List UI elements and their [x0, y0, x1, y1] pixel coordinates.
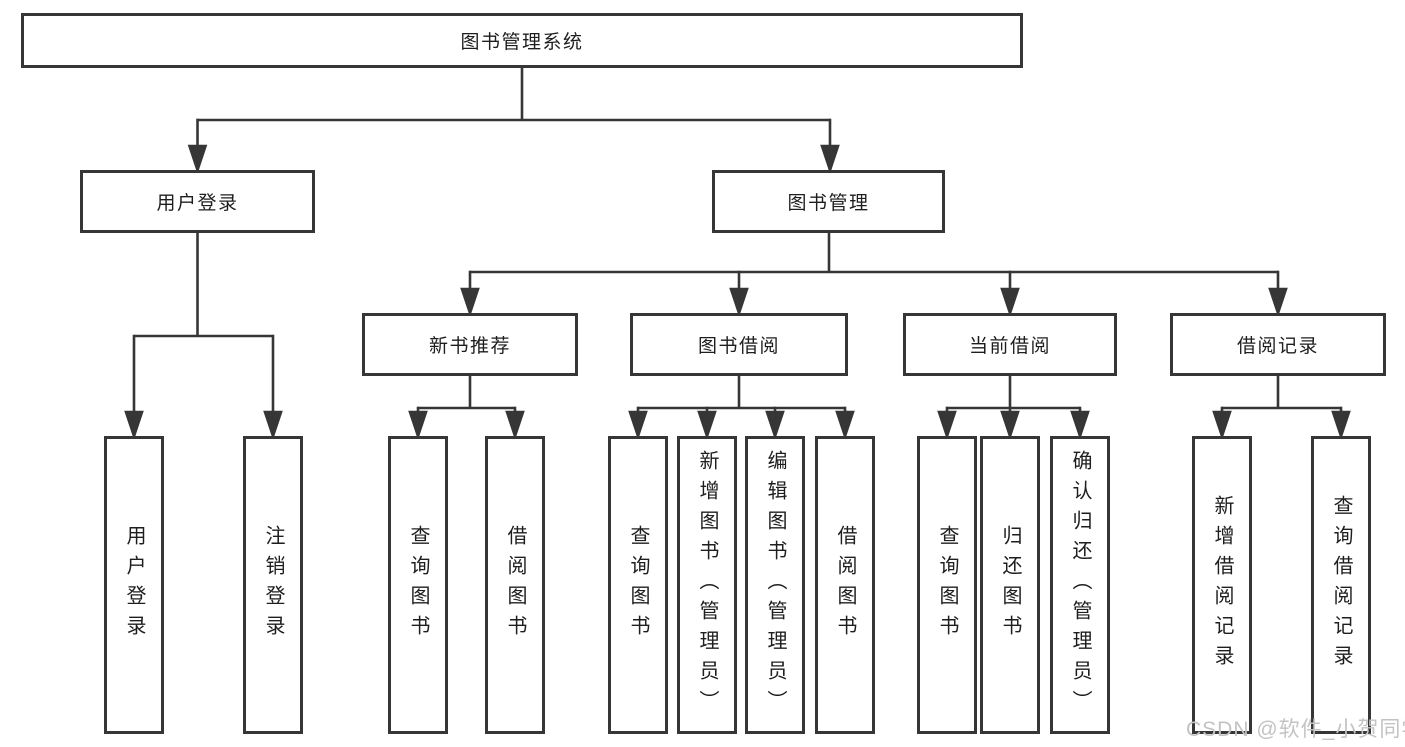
arrowhead	[124, 410, 144, 441]
arrowhead	[697, 410, 717, 441]
node-new-book-recommend: 新书推荐	[362, 313, 578, 376]
arrowhead	[408, 410, 428, 441]
leaf-query-books: 查询图书	[917, 436, 977, 734]
arrowhead	[765, 410, 785, 441]
leaf-query-books: 查询图书	[608, 436, 668, 734]
arrowhead	[1331, 410, 1351, 441]
arrowhead	[1000, 287, 1020, 318]
arrowhead	[187, 144, 208, 175]
arrowhead	[820, 144, 840, 175]
leaf-query-borrow-record: 查询借阅记录	[1311, 436, 1371, 734]
leaf-query-books: 查询图书	[388, 436, 448, 734]
arrowhead	[1000, 410, 1020, 441]
leaf-logout: 注销登录	[243, 436, 303, 734]
arrowhead	[729, 287, 749, 318]
arrowhead	[505, 410, 525, 441]
node-current-borrow: 当前借阅	[903, 313, 1117, 376]
arrowhead	[263, 410, 283, 441]
node-book-management: 图书管理	[712, 170, 945, 233]
arrowhead	[937, 410, 957, 441]
arrowhead	[628, 410, 648, 441]
leaf-add-books-admin: 新增图书（管理员）	[677, 436, 737, 734]
leaf-edit-books-admin: 编辑图书（管理员）	[745, 436, 805, 734]
csdn-watermark: CSDN @软件_小贺同学	[1186, 718, 1405, 741]
node-root-system: 图书管理系统	[21, 13, 1023, 68]
node-borrow-record: 借阅记录	[1170, 313, 1386, 376]
node-book-borrow: 图书借阅	[630, 313, 848, 376]
arrowhead	[1212, 410, 1232, 441]
arrowhead	[1268, 287, 1288, 318]
leaf-add-borrow-record: 新增借阅记录	[1192, 436, 1252, 734]
leaf-borrow-books: 借阅图书	[815, 436, 875, 734]
leaf-borrow-books: 借阅图书	[485, 436, 545, 734]
leaf-user-login: 用户登录	[104, 436, 164, 734]
leaf-confirm-return-admin: 确认归还（管理员）	[1050, 436, 1110, 734]
arrowhead	[460, 287, 480, 318]
node-user-login: 用户登录	[80, 170, 315, 233]
arrowhead	[835, 410, 855, 441]
leaf-return-books: 归还图书	[980, 436, 1040, 734]
arrowhead	[1070, 410, 1090, 441]
